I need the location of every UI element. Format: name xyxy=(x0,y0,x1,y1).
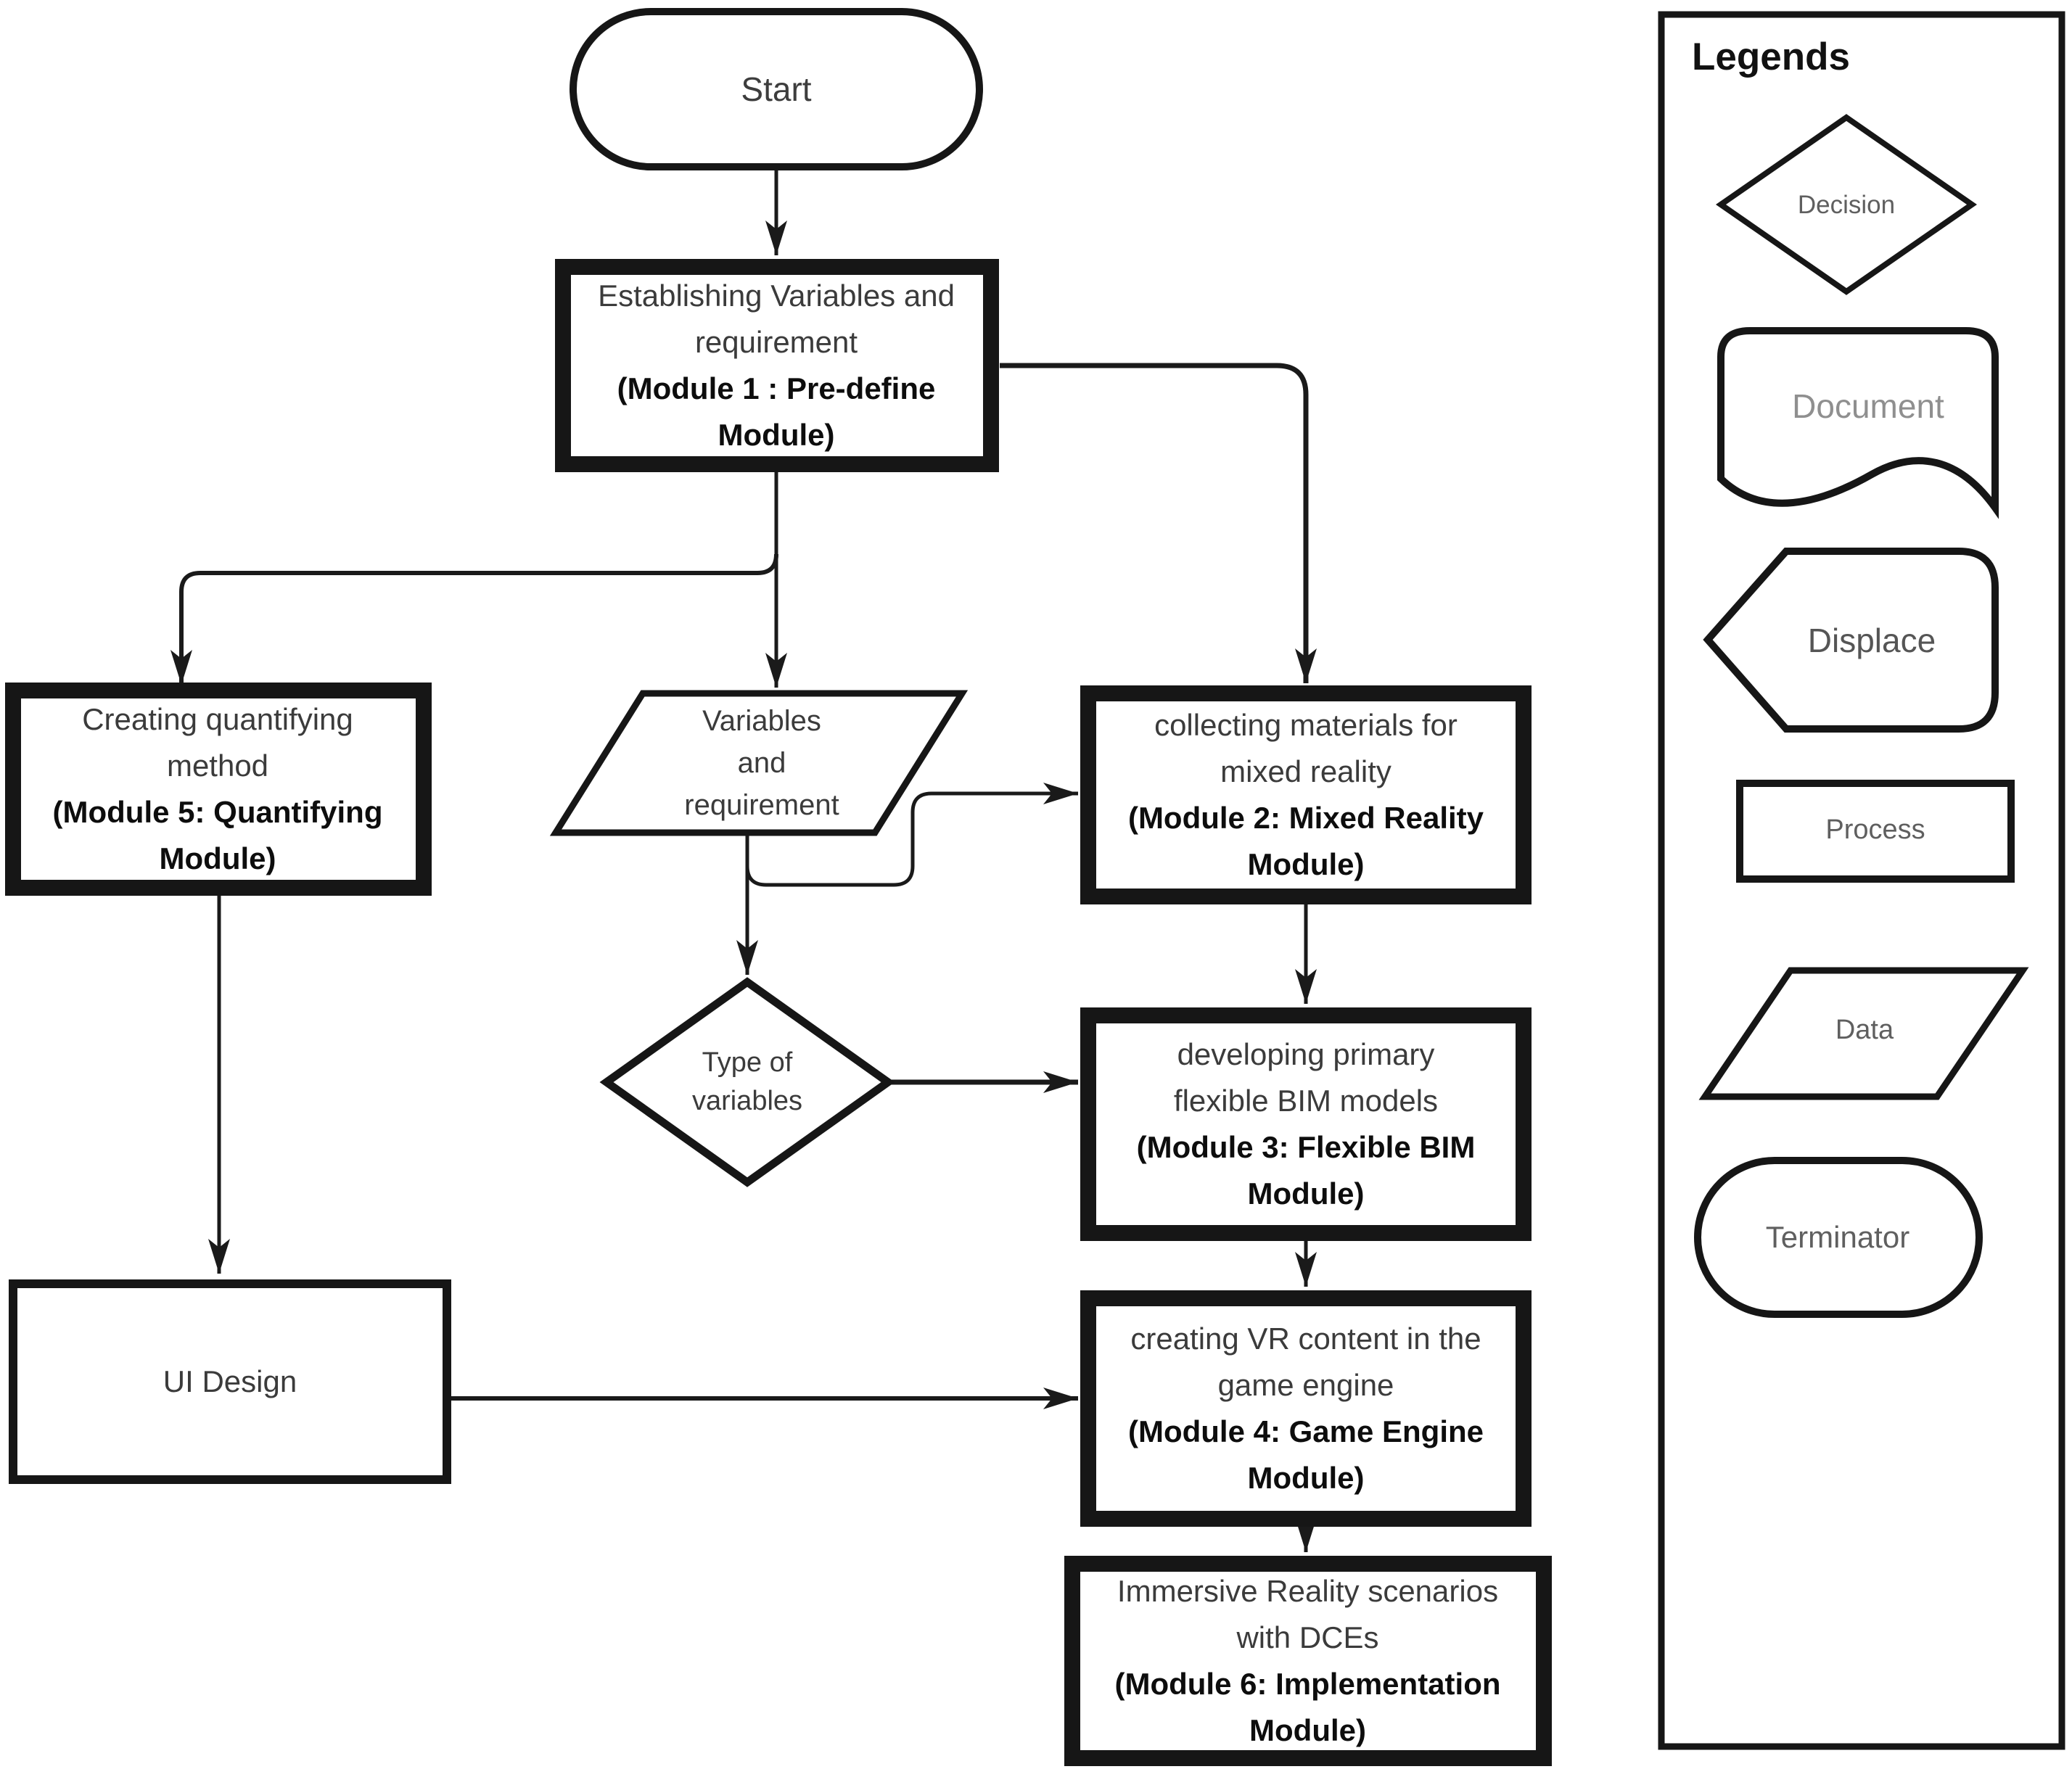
variables-data-line1: Variables xyxy=(702,705,821,737)
module6-bold2: Module) xyxy=(1249,1713,1366,1747)
module5-bold1: (Module 5: Quantifying xyxy=(52,795,383,829)
module6-line1: Immersive Reality scenarios xyxy=(1117,1574,1499,1608)
module1-line2: requirement xyxy=(694,325,858,359)
module4-bold2: Module) xyxy=(1247,1461,1365,1495)
type-decision-line1: Type of xyxy=(702,1047,793,1078)
variables-data-label: Variables and requirement xyxy=(602,699,921,827)
module5-line2: method xyxy=(166,749,269,783)
module1-bold2: Module) xyxy=(718,418,835,452)
module2-line1: collecting materials for xyxy=(1154,708,1458,742)
module6-line2: with DCEs xyxy=(1236,1620,1379,1654)
module4-box xyxy=(1080,1290,1532,1527)
module5-box xyxy=(5,683,432,896)
legend-displace-label: Displace xyxy=(1807,622,1936,659)
legend-data-parallelogram xyxy=(1698,967,2029,1100)
module3-box xyxy=(1080,1007,1532,1241)
module1-line1: Establishing Variables and xyxy=(598,279,955,313)
legend-terminator-label: Terminator xyxy=(1765,1220,1910,1254)
module1-label: Establishing Variables and requirement (… xyxy=(573,279,979,453)
module4-label: creating VR content in the game engine (… xyxy=(1099,1310,1513,1507)
legend-decision-label: Decision xyxy=(1797,191,1896,219)
module6-box xyxy=(1064,1556,1552,1766)
module3-line2: flexible BIM models xyxy=(1173,1084,1439,1118)
legend-displace-shape xyxy=(1703,548,1999,733)
legend-process-label: Process xyxy=(1825,814,1925,845)
legend-title: Legends xyxy=(1692,36,1850,78)
type-of-variables-diamond xyxy=(599,977,895,1187)
module1-box xyxy=(555,259,999,472)
module1-bold1: (Module 1 : Pre-define xyxy=(617,371,936,405)
type-decision-line2: variables xyxy=(691,1086,803,1116)
module5-bold2: Module) xyxy=(159,841,276,875)
module5-label: Creating quantifying method (Module 5: Q… xyxy=(22,702,414,876)
module2-bold2: Module) xyxy=(1247,847,1365,881)
module3-label: developing primary flexible BIM models (… xyxy=(1099,1027,1513,1221)
connector-variables-data-to-module2 xyxy=(745,783,1078,887)
module3-line1: developing primary xyxy=(1177,1037,1435,1071)
legend-data-label: Data xyxy=(1835,1014,1894,1045)
module2-label: collecting materials for mixed reality (… xyxy=(1099,705,1513,885)
module4-line1: creating VR content in the xyxy=(1130,1322,1481,1356)
module5-line1: Creating quantifying xyxy=(82,702,353,736)
module6-bold1: (Module 6: Implementation xyxy=(1114,1667,1501,1701)
module2-bold1: (Module 2: Mixed Reality xyxy=(1127,801,1484,835)
module4-bold1: (Module 4: Game Engine xyxy=(1127,1414,1484,1448)
start-text: Start xyxy=(741,70,812,108)
module6-label: Immersive Reality scenarios with DCEs (M… xyxy=(1085,1574,1531,1747)
module2-box xyxy=(1080,685,1532,904)
ui-design-text: UI Design xyxy=(163,1364,297,1398)
variables-data-parallelogram xyxy=(549,690,969,836)
module2-line2: mixed reality xyxy=(1220,754,1391,788)
legend-document-label: Document xyxy=(1792,387,1944,425)
start-node-label: Start xyxy=(573,12,979,167)
legend-terminator-shape xyxy=(1694,1157,1983,1318)
ui-design-box xyxy=(9,1279,451,1484)
start-terminator-shape xyxy=(570,8,983,170)
connector-module1-to-module2 xyxy=(1000,363,1317,683)
legend-document-shape xyxy=(1717,327,1999,519)
legend-process-rect xyxy=(1736,780,2015,883)
type-decision-label: Type of variables xyxy=(638,1017,856,1147)
variables-data-line3: requirement xyxy=(684,789,839,821)
variables-data-line2: and xyxy=(737,747,786,779)
module3-bold2: Module) xyxy=(1247,1176,1365,1211)
connector-module1-to-module5 xyxy=(170,553,778,685)
legend-decision-diamond xyxy=(1715,114,1978,295)
ui-design-label: UI Design xyxy=(22,1292,438,1471)
module4-line2: game engine xyxy=(1217,1368,1394,1402)
module3-bold1: (Module 3: Flexible BIM xyxy=(1136,1130,1476,1164)
